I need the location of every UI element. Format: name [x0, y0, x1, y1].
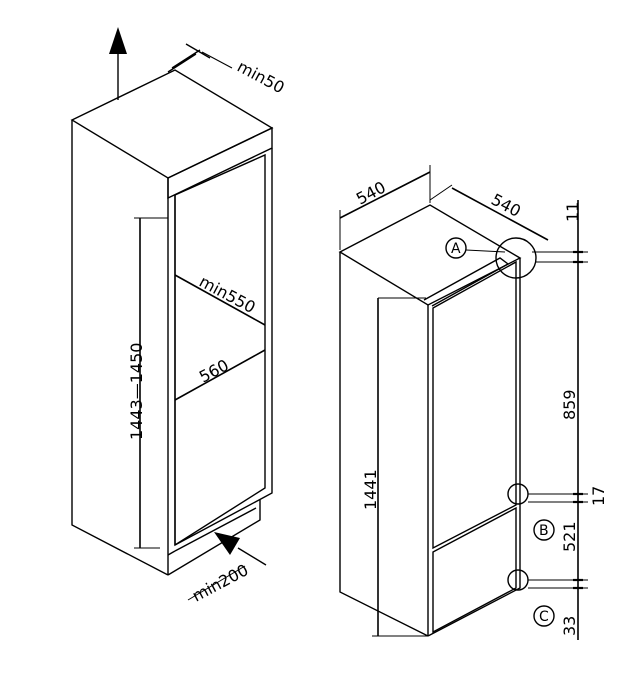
marker-b: B	[507, 483, 555, 541]
marker-b-label: B	[539, 523, 549, 539]
dim-859-label: 859	[560, 389, 579, 420]
appliance: 540 540 1441 A B	[338, 165, 608, 640]
depth-dimension: min550	[174, 272, 266, 326]
depth-min-label: min550	[196, 272, 259, 317]
appliance-depth-label: 540	[488, 190, 524, 221]
width-dimension: 560	[174, 349, 266, 401]
marker-c: C	[507, 569, 555, 627]
appliance-width-label: 540	[353, 177, 389, 208]
dim-521-label: 521	[560, 521, 579, 552]
marker-c-label: C	[539, 609, 549, 625]
bottom-vent-label: min200	[189, 560, 252, 605]
marker-a: A	[445, 237, 537, 279]
vent-min-label: min50	[234, 57, 288, 97]
width-label: 560	[196, 355, 232, 386]
appliance-width-dimension: 540	[339, 165, 431, 250]
height-label: 1443—1450	[127, 343, 146, 440]
appliance-height-dimension: 1441	[361, 297, 428, 637]
niche-cabinet: min50 1443—1450 min550 560 min200	[70, 27, 288, 606]
appliance-height-label: 1441	[361, 469, 380, 510]
appliance-depth-dimension: 540	[429, 184, 549, 241]
height-dimension: 1443—1450	[127, 217, 168, 549]
vertical-dimension-chain: 11 859 17 521 33	[528, 200, 608, 640]
dim-top-label: 11	[563, 202, 582, 222]
bottom-vent-arrow-icon: min200	[187, 532, 267, 606]
dim-17-label: 17	[589, 486, 608, 506]
airflow-up-arrow-icon	[109, 27, 127, 100]
top-vent-dimension: min50	[167, 43, 288, 97]
dim-33-label: 33	[560, 616, 579, 636]
marker-a-label: A	[451, 241, 461, 257]
